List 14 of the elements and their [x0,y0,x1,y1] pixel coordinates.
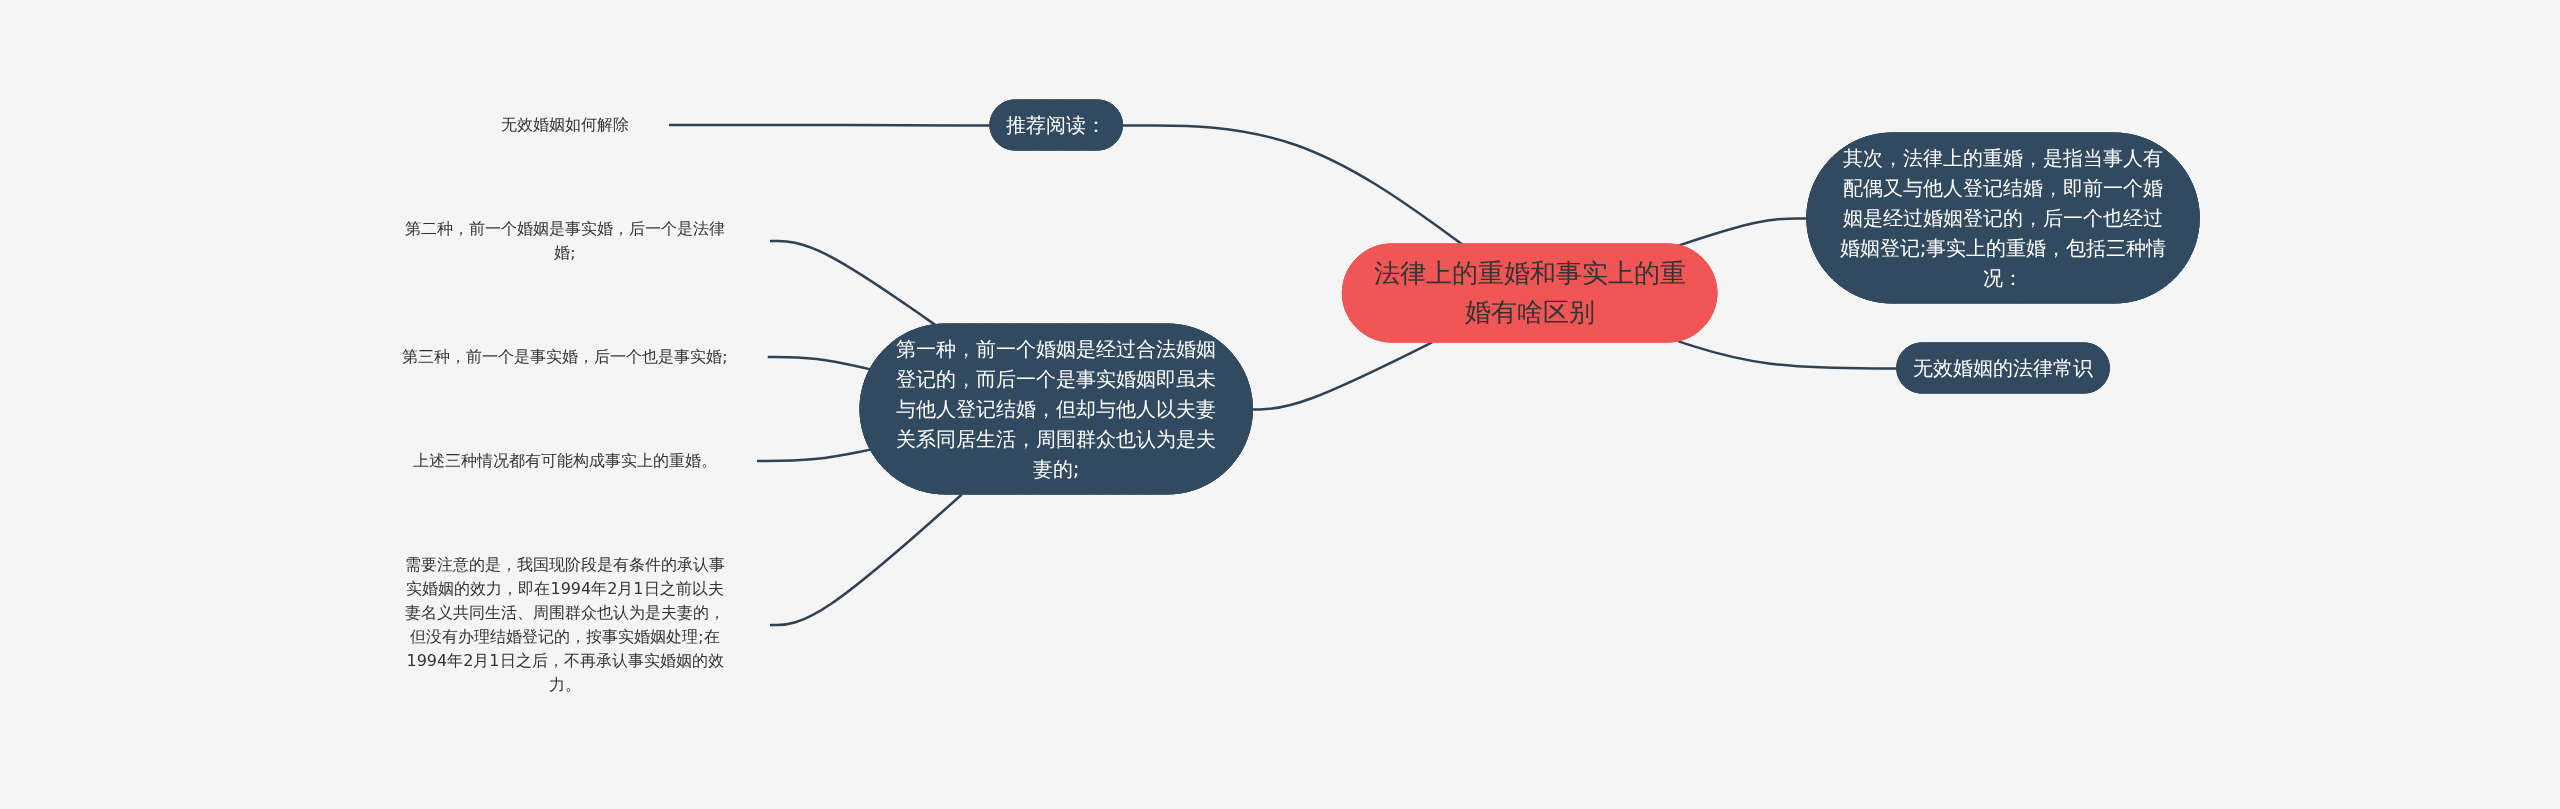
node-text: 需要注意的是，我国现阶段是有条件的承认事实婚姻的效力，即在1994年2月1日之前以夫妻名义共同生活、周围群众也认为是夫妻的，但没有办理结婚登记的，按事实婚姻处理;在1994年2月1日之后，不再承认事实婚姻的效力。 [405,554,726,694]
connector [1678,216,1808,247]
connector [1678,339,1898,370]
connector [757,447,872,462]
connector [1123,123,1464,245]
node-text: 无效婚姻如何解除 [501,114,630,134]
connector [669,123,991,127]
connector [1253,340,1433,411]
node-text: 第三种，前一个是事实婚，后一个也是事实婚; [402,346,729,366]
connector [770,493,963,626]
node-text: 第二种，前一个婚姻是事实婚，后一个是法律婚; [405,218,726,262]
connector [768,355,872,371]
connector [770,239,937,326]
node-text: 上述三种情况都有可能构成事实上的重婚。 [413,450,718,470]
